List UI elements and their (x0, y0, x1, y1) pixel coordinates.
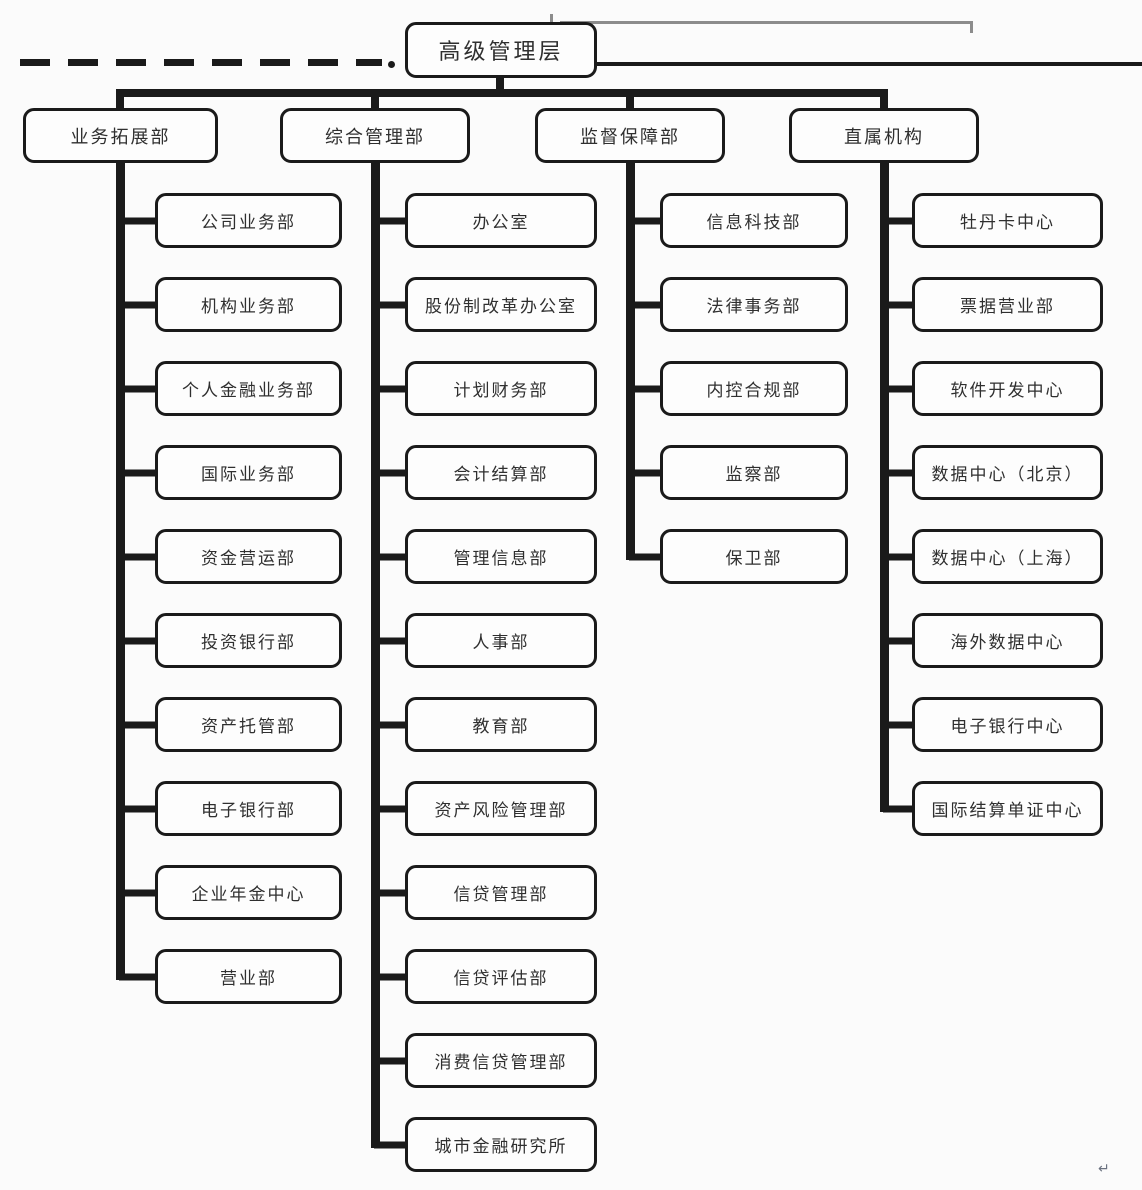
node-institutional-banking-dept: 机构业务部 (155, 277, 342, 332)
connector-stub-group-0 (116, 95, 124, 108)
solid-top-rule (590, 62, 1142, 66)
connector-trunk-column-1 (371, 160, 380, 1148)
node-accounting-settlement-dept: 会计结算部 (405, 445, 597, 500)
thin-gray-rule (560, 21, 973, 24)
return-mark-artifact: ↵ (1098, 1160, 1110, 1176)
connector-trunk-column-2 (626, 160, 635, 560)
node-bills-business-dept: 票据营业部 (912, 277, 1103, 332)
node-credit-evaluation-dept: 信贷评估部 (405, 949, 597, 1004)
node-credit-management-dept: 信贷管理部 (405, 865, 597, 920)
connector-stub-group-3 (880, 95, 888, 108)
node-enterprise-annuity-center: 企业年金中心 (155, 865, 342, 920)
node-asset-custody-dept: 资产托管部 (155, 697, 342, 752)
node-treasury-operations-dept: 资金营运部 (155, 529, 342, 584)
node-general-management-dept: 综合管理部 (280, 108, 470, 163)
node-software-development-center: 软件开发中心 (912, 361, 1103, 416)
node-e-banking-center: 电子银行中心 (912, 697, 1103, 752)
connector-main-bar (116, 89, 888, 97)
node-asset-risk-management-dept: 资产风险管理部 (405, 781, 597, 836)
node-international-business-dept: 国际业务部 (155, 445, 342, 500)
dashed-rule (20, 59, 382, 66)
node-consumer-credit-management-dept: 消费信贷管理部 (405, 1033, 597, 1088)
node-security-dept: 保卫部 (660, 529, 848, 584)
node-urban-finance-research-institute: 城市金融研究所 (405, 1117, 597, 1172)
node-peony-card-center: 牡丹卡中心 (912, 193, 1103, 248)
node-information-technology-dept: 信息科技部 (660, 193, 848, 248)
node-supervision-dept: 监察部 (660, 445, 848, 500)
connector-trunk-column-3 (880, 160, 889, 812)
node-personal-finance-dept: 个人金融业务部 (155, 361, 342, 416)
dashed-rule-end-dot (388, 61, 395, 68)
connector-trunk-column-0 (116, 160, 125, 980)
node-business-development-dept: 业务拓展部 (23, 108, 218, 163)
node-corporate-banking-dept: 公司业务部 (155, 193, 342, 248)
node-overseas-data-center: 海外数据中心 (912, 613, 1103, 668)
connector-root-stub (496, 76, 504, 90)
node-data-center-beijing: 数据中心（北京） (912, 445, 1103, 500)
node-management-information-dept: 管理信息部 (405, 529, 597, 584)
connector-stub-group-2 (626, 95, 634, 108)
node-international-settlement-center: 国际结算单证中心 (912, 781, 1103, 836)
node-direct-institutions: 直属机构 (789, 108, 979, 163)
node-data-center-shanghai: 数据中心（上海） (912, 529, 1103, 584)
node-supervision-support-dept: 监督保障部 (535, 108, 725, 163)
node-investment-banking-dept: 投资银行部 (155, 613, 342, 668)
gray-tick-left (550, 14, 553, 25)
node-general-office: 办公室 (405, 193, 597, 248)
connector-stub-group-1 (371, 95, 379, 108)
node-banking-office: 营业部 (155, 949, 342, 1004)
node-planning-finance-dept: 计划财务部 (405, 361, 597, 416)
node-legal-affairs-dept: 法律事务部 (660, 277, 848, 332)
node-shareholding-reform-office: 股份制改革办公室 (405, 277, 597, 332)
node-e-banking-dept: 电子银行部 (155, 781, 342, 836)
gray-tick-right (970, 21, 973, 33)
node-senior-management: 高级管理层 (405, 22, 597, 78)
node-education-dept: 教育部 (405, 697, 597, 752)
node-internal-control-compliance-dept: 内控合规部 (660, 361, 848, 416)
node-hr-dept: 人事部 (405, 613, 597, 668)
